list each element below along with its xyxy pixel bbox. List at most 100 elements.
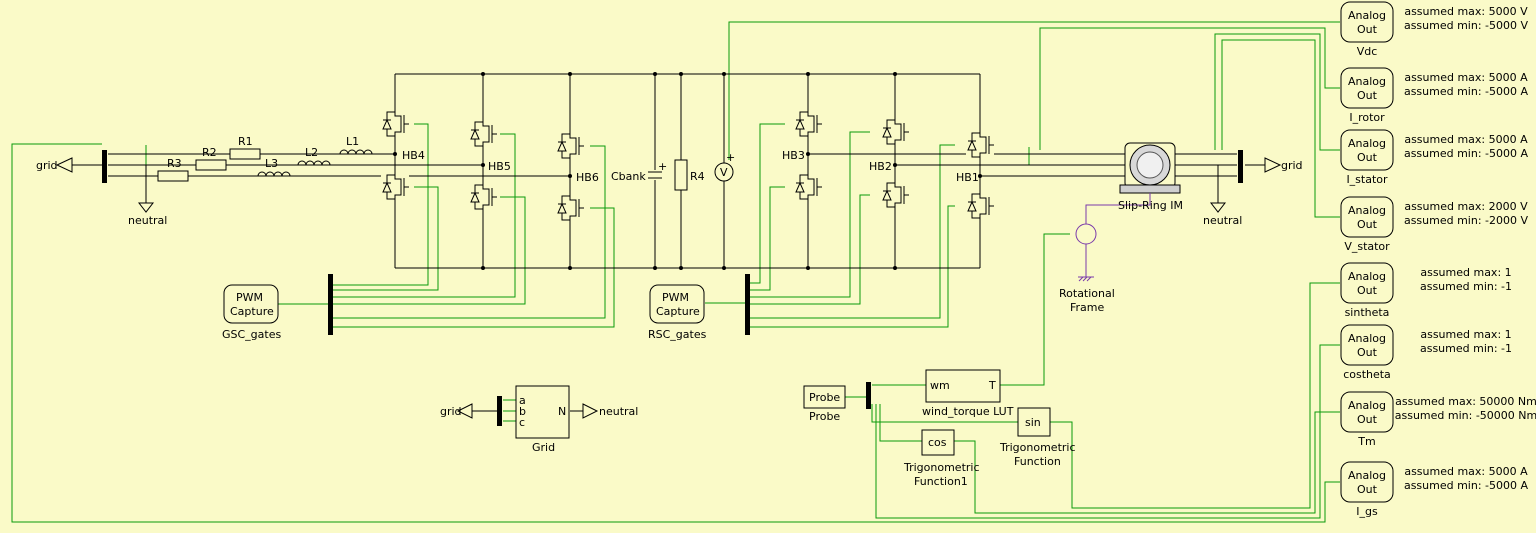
- pwm-capture-rsc[interactable]: PWM Capture RSC_gates: [648, 284, 707, 341]
- rotframe-line2: Frame: [1070, 301, 1105, 314]
- junction-dot: [481, 163, 485, 167]
- junction-dot: [806, 152, 810, 156]
- analog-out-min: assumed min: -5000 A: [1404, 479, 1529, 492]
- analog-out-line1: Analog: [1348, 332, 1386, 345]
- left-grid-port[interactable]: grid: [36, 157, 73, 173]
- right-neutral-ground[interactable]: neutral: [1203, 202, 1242, 227]
- analog-out-line1: Analog: [1348, 270, 1386, 283]
- junction-dot: [806, 72, 810, 76]
- junction-dot: [481, 266, 485, 270]
- pwm-gsc-line2: Capture: [230, 305, 274, 318]
- switch-group: [381, 110, 994, 222]
- pwm-gsc-line1: PWM: [236, 291, 263, 304]
- pwm-rsc-line2: Capture: [656, 305, 700, 318]
- analog-out-min: assumed min: -50000 Nm: [1395, 409, 1536, 422]
- resistor-r2[interactable]: R2: [195, 146, 227, 171]
- l1-label: L1: [346, 135, 359, 148]
- left-grid-bus[interactable]: [102, 150, 107, 183]
- analog-out-min: assumed min: -2000 V: [1404, 214, 1529, 227]
- hb2-upper-switch[interactable]: [881, 118, 909, 146]
- analog-out-max: assumed max: 1: [1420, 328, 1511, 341]
- junction-dot: [893, 266, 897, 270]
- resistor-r4[interactable]: R4: [674, 159, 705, 191]
- analog-out-line2: Out: [1357, 218, 1378, 231]
- rsc-gate-bus[interactable]: [745, 274, 750, 335]
- hb3-lower-switch[interactable]: [794, 173, 822, 201]
- right-grid-bus[interactable]: [1238, 150, 1243, 183]
- analog-out-max: assumed max: 5000 A: [1404, 465, 1528, 478]
- analog-out-max: assumed max: 5000 V: [1404, 5, 1528, 18]
- grid-block-name: Grid: [532, 441, 555, 454]
- analog-out-line1: Analog: [1348, 9, 1386, 22]
- grid-port-a: a: [519, 394, 526, 407]
- analog-out-line1: Analog: [1348, 204, 1386, 217]
- junction-dot: [722, 266, 726, 270]
- cos-label: cos: [928, 436, 947, 449]
- resistor-r3[interactable]: R3: [157, 157, 189, 182]
- pwm-rsc-line1: PWM: [662, 291, 689, 304]
- analog-out-line1: Analog: [1348, 399, 1386, 412]
- trig1-name1: Trigonometric: [903, 461, 980, 474]
- analog-out-max: assumed max: 5000 A: [1404, 71, 1528, 84]
- hb6-upper-switch[interactable]: [556, 132, 584, 160]
- probe-block[interactable]: Probe Probe: [803, 385, 846, 423]
- slip-ring-machine[interactable]: Slip-Ring IM: [1085, 142, 1183, 224]
- hb5-lower-switch[interactable]: [469, 183, 497, 211]
- inductor-l3[interactable]: L3: [257, 157, 291, 177]
- hb4-label: HB4: [402, 149, 425, 162]
- resistor-r1[interactable]: R1: [229, 135, 261, 160]
- hb5-upper-switch[interactable]: [469, 120, 497, 148]
- grid-port-n: N: [558, 405, 566, 418]
- rotational-frame[interactable]: Rotational Frame: [1059, 223, 1115, 314]
- capacitor-cbank[interactable]: + Cbank: [611, 160, 667, 183]
- wind-torque-lut[interactable]: wm T wind_torque LUT: [922, 369, 1014, 418]
- grid-block-bus[interactable]: [497, 396, 502, 426]
- hb1-lower-switch[interactable]: [966, 192, 994, 220]
- r1-label: R1: [238, 135, 253, 148]
- junction-dot: [481, 72, 485, 76]
- junction-dot: [653, 72, 657, 76]
- hb5-label: HB5: [488, 160, 511, 173]
- hb2-lower-switch[interactable]: [881, 181, 909, 209]
- inductor-l2[interactable]: L2: [297, 146, 331, 166]
- hb6-lower-switch[interactable]: [556, 194, 584, 222]
- junction-dot: [568, 266, 572, 270]
- trig-function1-block[interactable]: cos Trigonometric Function1: [903, 429, 980, 488]
- hb3-upper-switch[interactable]: [794, 110, 822, 138]
- trig-function-block[interactable]: sin Trigonometric Function: [999, 407, 1076, 468]
- hb4-lower-switch[interactable]: [381, 173, 409, 201]
- grid-port-c: c: [519, 416, 525, 429]
- hb4-upper-switch[interactable]: [381, 110, 409, 138]
- voltmeter[interactable]: V +: [714, 151, 735, 182]
- inductor-l1[interactable]: L1: [339, 135, 373, 155]
- analog-out-min: assumed min: -5000 A: [1404, 147, 1529, 160]
- junction-dot: [722, 72, 726, 76]
- left-neutral-ground[interactable]: neutral: [128, 202, 167, 227]
- cbank-label: Cbank: [611, 170, 646, 183]
- gsc-gate-bus[interactable]: [328, 274, 333, 335]
- grid-source-block[interactable]: a b c N Grid grid neutral: [440, 385, 638, 454]
- probe-bus[interactable]: [866, 382, 871, 409]
- right-grid-port[interactable]: grid: [1264, 157, 1303, 173]
- pwm-capture-gsc[interactable]: PWM Capture GSC_gates: [222, 284, 281, 341]
- analog-out-min: assumed min: -5000 A: [1404, 85, 1529, 98]
- analog-out-name: I_rotor: [1349, 111, 1385, 124]
- left-neutral-label: neutral: [128, 214, 167, 227]
- right-grid-label: grid: [1281, 159, 1303, 172]
- pwm-rsc-name: RSC_gates: [648, 328, 707, 341]
- r4-label: R4: [690, 170, 705, 183]
- junction-dot: [806, 266, 810, 270]
- hb1-upper-switch[interactable]: [966, 131, 994, 159]
- analog-out-name: costheta: [1343, 368, 1391, 381]
- junction-dot: [978, 174, 982, 178]
